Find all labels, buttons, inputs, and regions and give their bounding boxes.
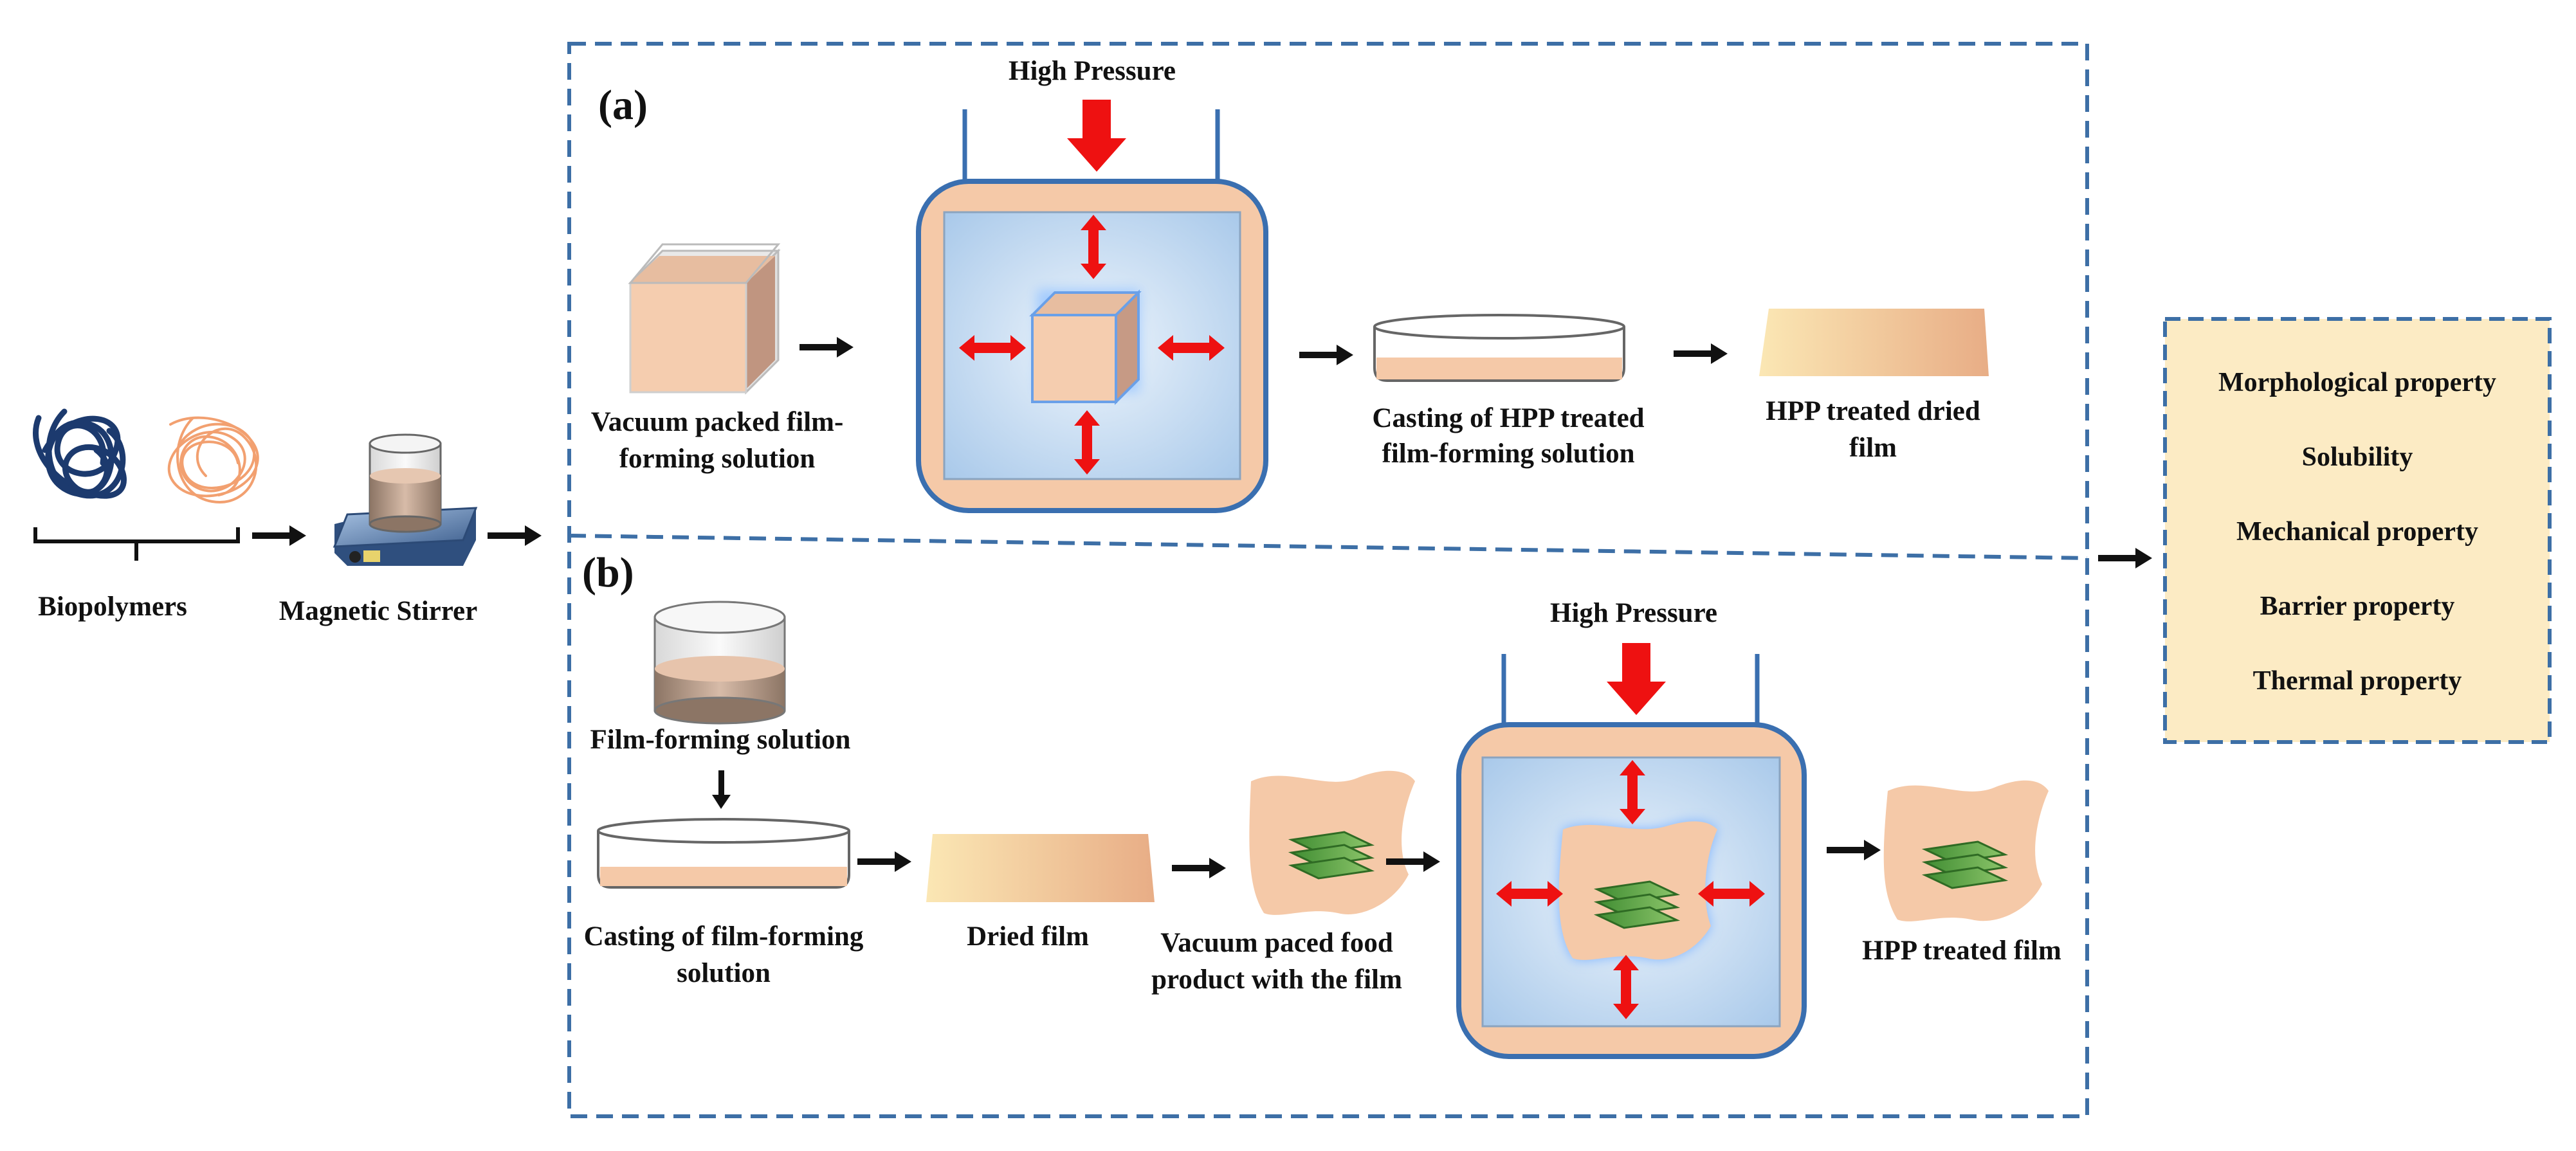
vacuum-packed-label-line1: Vacuum packed film- [591,407,844,437]
petri-dish-b-icon [597,818,850,889]
magnetic-stirrer-label: Magnetic Stirrer [279,596,477,626]
hpp-dried-film-label-line2: film [1849,433,1897,463]
casting-film-forming-label-line1: Casting of film-forming [584,921,864,952]
casting-hpp-label-line2: film-forming solution [1382,439,1635,469]
arrow-vessel-a-to-casting [1299,345,1353,365]
biopolymers-label: Biopolymers [38,592,187,622]
film-forming-beaker-icon [653,601,786,725]
hpp-treated-film-label: HPP treated film [1862,936,2061,966]
arrow-beaker-to-dish [712,770,731,809]
casting-hpp-label-line1: Casting of HPP treated [1372,403,1644,433]
arrow-biopolymers-to-stirrer [252,525,306,546]
magnetic-stirrer-icon [333,433,478,566]
arrow-dried-film-to-food [1172,858,1226,878]
biopolymer-light-coil-icon [168,416,259,503]
dried-film-icon [926,834,1155,902]
vacuum-packed-label-line2: forming solution [619,444,816,474]
hpp-vessel-b [1456,654,1807,1059]
vacuum-packed-cube-icon [628,243,781,395]
casting-film-forming-label-line2: solution [677,958,771,988]
arrow-panels-to-properties [2098,548,2152,568]
vacuum-food-label-line2: product with the film [1151,965,1402,995]
pressure-arrow-b-icon [1607,643,1666,715]
property-solubility: Solubility [2302,442,2413,472]
dried-film-label: Dried film [967,921,1089,952]
arrow-cube-to-vessel-a [799,337,854,358]
panel-b-tag: (b) [582,549,634,596]
property-barrier: Barrier property [2260,592,2455,621]
biopolymers-brace [33,527,240,561]
arrow-stirrer-to-panels [488,525,542,546]
panel-a-tag: (a) [598,82,648,129]
arrow-casting-to-dried-a [1674,343,1728,364]
panel-divider-dashed [569,534,2088,560]
property-mechanical: Mechanical property [2236,517,2478,547]
high-pressure-label-b: High Pressure [1550,598,1717,628]
high-pressure-label-a: High Pressure [1009,56,1176,86]
petri-dish-a-icon [1373,314,1625,382]
arrow-dish-to-dried-film [857,851,911,872]
property-morphological: Morphological property [2218,368,2496,397]
biopolymer-dark-coil-icon [33,408,127,499]
arrow-vessel-b-to-treated [1827,840,1881,860]
properties-box [2163,317,2552,744]
property-thermal: Thermal property [2253,666,2462,696]
panels-dashed-border [567,42,2089,1118]
hpp-dried-film-label-line1: HPP treated dried [1766,396,1980,426]
vacuum-packed-food-icon [1249,770,1415,915]
hpp-treated-film-icon [1883,780,2049,921]
film-forming-solution-label: Film-forming solution [590,725,851,755]
pressure-arrow-a-icon [1067,100,1126,172]
hpp-dried-film-icon [1759,309,1989,376]
vacuum-food-label-line1: Vacuum paced food [1160,928,1393,958]
